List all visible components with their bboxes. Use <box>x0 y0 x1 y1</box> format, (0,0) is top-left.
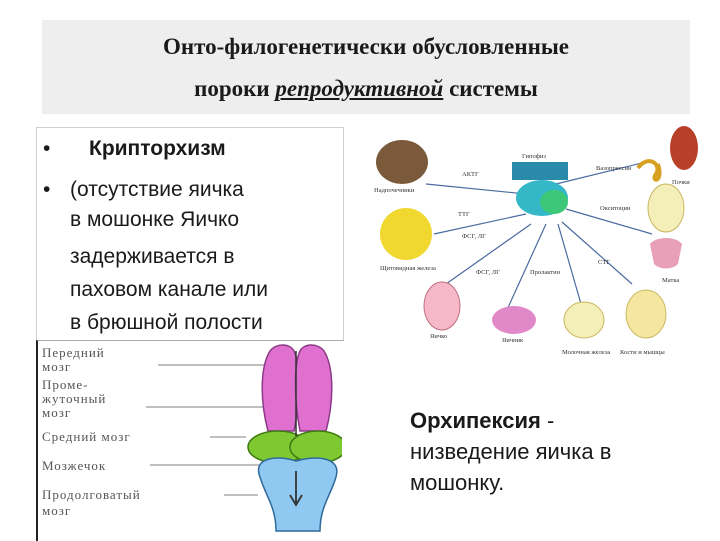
hormone-label: Вазопрессин <box>596 165 632 172</box>
pituitary-stalk <box>512 162 568 180</box>
brain-label: жуточный <box>41 391 106 406</box>
organ-label: Матка <box>662 277 679 284</box>
endocrine-diagram: Гипофиз АКТГ Вазопрессин ТТГ Окситоцин Ф… <box>366 124 702 360</box>
hormone-label: СТГ <box>598 259 610 266</box>
organ-label: Кости и мышцы <box>620 349 665 356</box>
bullet-line: (отсутствие яичка <box>70 178 244 201</box>
organ-label: Надпочечники <box>374 187 415 194</box>
uterus-icon <box>650 238 682 269</box>
organ-label: Яичник <box>502 337 524 344</box>
orchipexy-dash: - <box>547 408 555 433</box>
organ-label: Молочная железа <box>562 349 610 356</box>
kidney-icon <box>670 126 698 170</box>
hormone-label: Пролактин <box>530 269 561 276</box>
brain-diagram: Передний мозг Проме- жуточный мозг Средн… <box>36 340 344 541</box>
hormone-label: АКТГ <box>462 171 479 178</box>
forebrain-shape <box>294 344 333 432</box>
bullet-line: в брюшной полости <box>70 311 263 334</box>
organ-label: Яичко <box>430 333 447 340</box>
bullet-line: паховом канале или <box>70 278 268 301</box>
brain-label: мозг <box>42 503 71 518</box>
brain-label: мозг <box>42 359 71 374</box>
hormone-label: Окситоцин <box>600 205 631 212</box>
hormone-label: ФСГ, ЛГ <box>462 233 486 240</box>
title-box: Онто-филогенетически обусловленные порок… <box>42 20 690 114</box>
bullet-marker: • <box>43 137 51 160</box>
bullet-line: задерживается в <box>70 245 235 268</box>
breast-icon <box>647 183 685 233</box>
forebrain-shape <box>261 344 300 432</box>
bullet-item-cryptorchidism: Крипторхизм <box>89 137 226 160</box>
brain-label: Передний <box>42 345 105 360</box>
brain-label: Средний мозг <box>42 429 131 444</box>
slide-title-line2: пороки репродуктивной системы <box>42 76 690 102</box>
testis-icon <box>423 281 461 331</box>
organ-label: Щитовидная железа <box>380 265 436 272</box>
center-label: Гипофиз <box>522 153 546 160</box>
brain-label: мозг <box>42 405 71 420</box>
title-text: пороки <box>194 76 276 101</box>
bullet-text-box: • Крипторхизм • (отсутствие яичка в мошо… <box>36 127 344 341</box>
bullet-line: в мошонке Яичко <box>70 208 240 231</box>
orchipexy-line: мошонку. <box>410 470 505 495</box>
brain-label: Продолговатый <box>42 487 141 502</box>
pituitary-lobe <box>540 190 568 214</box>
organ-label: Почки <box>672 179 690 186</box>
orchipexy-line: низведение яичка в <box>410 439 612 464</box>
hormone-label: ТТГ <box>458 211 470 218</box>
mammary-icon <box>563 301 605 339</box>
bones-icon <box>625 289 667 339</box>
orchipexy-term: Орхипексия <box>410 408 541 433</box>
adrenal-icon <box>376 140 428 184</box>
title-text-end: системы <box>443 76 538 101</box>
ovary-icon <box>492 306 536 334</box>
thyroid-icon <box>380 208 432 260</box>
slide-title-line1: Онто-филогенетически обусловленные <box>162 34 569 59</box>
bullet-marker: • <box>43 178 51 201</box>
orchipexy-block: Орхипексия - низведение яичка в мошонку. <box>410 405 611 498</box>
brain-label: Проме- <box>42 377 88 392</box>
vessels-icon <box>636 159 662 182</box>
brain-label: Мозжечок <box>42 458 106 473</box>
title-emphasis: репродуктивной <box>275 76 444 101</box>
hormone-label: ФСГ, ЛГ <box>476 269 500 276</box>
hindbrain-shape <box>257 457 338 532</box>
